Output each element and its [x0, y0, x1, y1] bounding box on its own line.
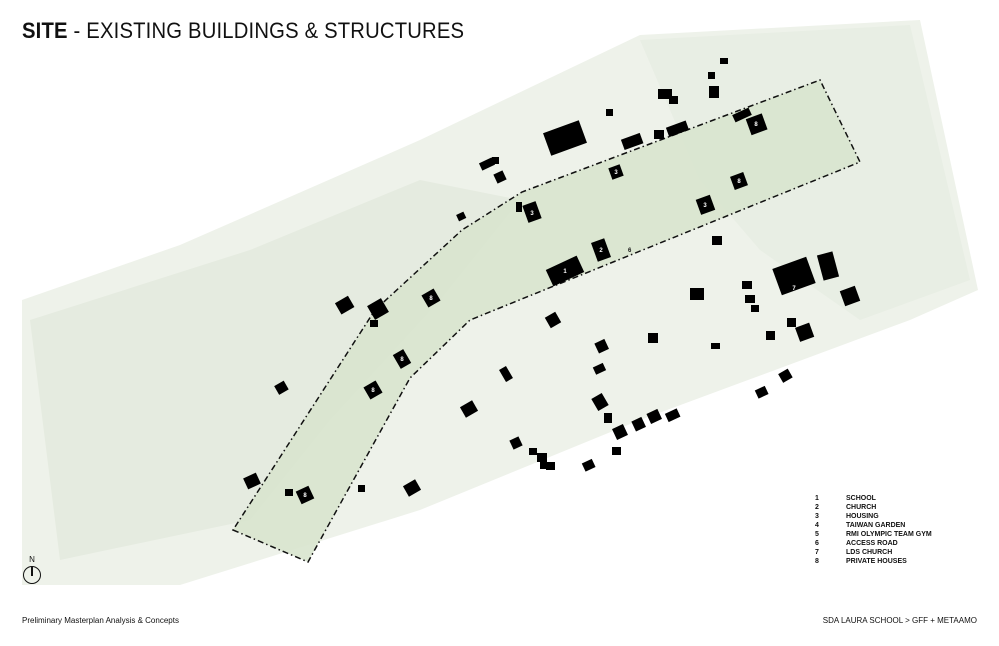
legend-number: 2: [815, 504, 819, 511]
aerial-dense-area: [30, 180, 520, 560]
legend-row: 6 ACCESS ROAD: [815, 539, 932, 548]
legend-label: PRIVATE HOUSES: [846, 558, 907, 565]
building-school: [545, 255, 585, 287]
legend-number: 6: [815, 540, 819, 547]
label-private-b: 8: [754, 122, 758, 128]
legend-label: SCHOOL: [846, 495, 876, 502]
label-housing-b: 3: [614, 170, 618, 176]
building-private-c: [421, 288, 441, 308]
label-private-e: 8: [371, 388, 375, 394]
site-buildings: [295, 113, 768, 505]
label-private-a: 8: [737, 179, 741, 185]
surrounding-buildings: [243, 58, 861, 497]
compass-icon: [23, 566, 41, 584]
compass-needle: [31, 567, 33, 576]
legend-number: 5: [815, 531, 819, 538]
building-private-d: [392, 349, 412, 369]
north-arrow: N: [22, 555, 42, 584]
label-housing-a: 3: [530, 211, 534, 217]
legend-row: 4 TAIWAN GARDEN: [815, 521, 932, 530]
label-school: 1: [563, 269, 567, 275]
building-housing-a: [522, 201, 542, 223]
legend-number: 7: [815, 549, 819, 556]
label-private-d: 8: [400, 357, 404, 363]
footer-subtitle: Preliminary Masterplan Analysis & Concep…: [22, 616, 179, 625]
building-church: [591, 238, 611, 262]
title-site: SITE: [22, 18, 68, 43]
legend-row: 8 PRIVATE HOUSES: [815, 557, 932, 566]
legend-number: 1: [815, 495, 819, 502]
legend-label: LDS CHURCH: [846, 549, 893, 556]
legend-label: CHURCH: [846, 504, 877, 511]
building-private-f: [295, 485, 315, 505]
legend-row: 3 HOUSING: [815, 512, 932, 521]
label-access-road: 6: [628, 248, 632, 254]
legend-row: 2 CHURCH: [815, 503, 932, 512]
label-private-f: 8: [303, 493, 307, 499]
title-subtitle: - EXISTING BUILDINGS & STRUCTURES: [67, 18, 465, 43]
legend-number: 8: [815, 558, 819, 565]
page-title: SITE - EXISTING BUILDINGS & STRUCTURES: [22, 18, 464, 44]
legend-label: RMI OLYMPIC TEAM GYM: [846, 531, 932, 538]
building-labels: 1 2 3 3 3 8 8 8 8 8 8 7: [303, 122, 796, 499]
building-private-e: [363, 380, 383, 400]
legend-number: 4: [815, 522, 819, 529]
legend-label: TAIWAN GARDEN: [846, 522, 906, 529]
label-lds-church: 7: [792, 286, 796, 292]
building-housing-c: [695, 194, 716, 215]
legend-row: 5 RMI OLYMPIC TEAM GYM: [815, 530, 932, 539]
legend-row: 7 LDS CHURCH: [815, 548, 932, 557]
footer-credits: SDA LAURA SCHOOL > GFF + METAAMO: [822, 616, 977, 625]
legend-label: HOUSING: [846, 513, 879, 520]
legend-label: ACCESS ROAD: [846, 540, 898, 547]
label-private-c: 8: [429, 296, 433, 302]
legend-number: 3: [815, 513, 819, 520]
north-label: N: [29, 555, 35, 564]
building-private-a: [730, 172, 748, 190]
label-church: 2: [599, 248, 603, 254]
legend-row: 1 SCHOOL: [815, 494, 932, 503]
building-housing-b: [608, 164, 624, 180]
label-housing-c: 3: [703, 203, 707, 209]
building-private-b: [745, 113, 768, 136]
